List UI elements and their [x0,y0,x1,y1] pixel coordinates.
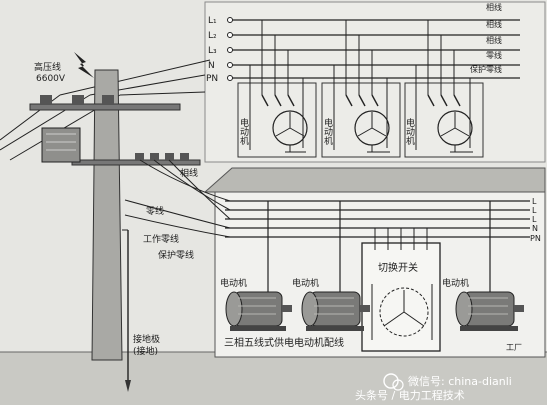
wall-bus-label-pn: PN [530,234,541,243]
line-label-phase-3: 相线 [486,35,502,45]
utility-pole: 高压线 6600V 相线 零线 工作零线 保护零线 接地极 (接地) [0,52,231,392]
switch-box-frame [361,242,441,352]
insulator [72,95,84,105]
ground-rod [125,380,131,392]
work-neutral-label: 工作零线 [143,233,179,245]
ground-electrode-label: 接地极 [133,333,160,345]
service-drop-n [124,199,231,229]
watermark: 微信号: china-dianli 头条号 / 电力工程技术 [355,373,512,402]
line-label-phase-1: 相线 [486,2,502,12]
bus-label-pn: PN [206,74,218,84]
insulator [135,153,144,161]
terminal [227,75,233,81]
wechat-icon [383,373,399,389]
pole-shaft [91,69,123,361]
motor-label: 电动机 [322,117,333,146]
ground-electrode-sublabel: (接地) [133,345,158,357]
watermark-wechat: 微信号: china-dianli [408,374,512,388]
phase-label: 相线 [180,167,198,179]
wall-bus-label-n: N [532,224,538,233]
switch-blade [261,94,269,107]
hv-label: 高压线 [34,61,61,73]
insulator [180,153,189,161]
motor-enclosure [404,82,484,158]
switch-blade [274,94,282,107]
line-label-protective-neutral: 保护零线 [470,64,502,74]
switch-label: 切换开关 [378,261,418,274]
ground [0,352,547,405]
motor-label: 电动机 [442,277,469,289]
diagram-caption: 三相五线式供电电动机配线 [224,336,344,349]
motor-shaft [282,305,292,312]
motor-label: 电动机 [220,277,247,289]
watermark-account: 头条号 / 电力工程技术 [355,388,465,402]
factory-roof [203,167,546,193]
lightning-icon [74,52,94,78]
switch-blade [440,94,448,107]
motor-enclosure [321,82,401,158]
terminal [227,32,233,38]
motor-3: 电动机 [442,277,524,331]
motor-label: 电动机 [292,277,319,289]
motor-branch-3: 电动机 [404,20,484,158]
factory-label: 工厂 [506,343,522,352]
motor-1: 电动机 [220,277,292,331]
motor-shaft [514,305,524,312]
top-wiring-panel: L₁ L₂ L₃ N PN 相线 相线 相线 零线 保护零线 电动机 [204,1,546,163]
bus-label-n: N [208,61,215,71]
motor-label: 电动机 [404,117,415,146]
motor-2: 电动机 [292,277,370,331]
line-label-neutral: 零线 [486,50,502,60]
neutral-label: 零线 [146,205,164,217]
terminal [227,47,233,53]
switch-blade [453,94,461,107]
service-drop-l3 [168,159,231,220]
switch-blade [371,94,379,107]
insulator [165,153,174,161]
changeover-switch-box: 切换开关 [361,228,441,352]
wall-bus-label-l2: L [532,206,537,215]
bus-label-l3: L₃ [208,46,217,56]
wall-bus-label-l3: L [532,215,537,224]
switch-blade [287,94,295,107]
insulator [150,153,159,161]
switch-blade [345,94,353,107]
hv-voltage: 6600V [36,74,66,84]
motor-label: 电动机 [238,117,249,146]
insulator [102,95,114,105]
motor-enclosure [237,82,317,158]
line-label-phase-2: 相线 [486,19,502,29]
protect-neutral-label: 保护零线 [158,249,194,261]
motor-shaft [360,305,370,312]
motor-branch-1: 电动机 [237,20,317,158]
service-drop-l2 [153,159,231,211]
service-drop-pn [124,214,231,238]
switch-blade [427,94,435,107]
bus-label-l1: L₁ [208,16,217,26]
factory-building: L L L N PN 切换开关 [203,167,546,358]
switch-blade [358,94,366,107]
switch-rotor [379,287,429,337]
service-drop-l1 [139,159,231,202]
terminal [227,62,233,68]
motor-branch-2: 电动机 [321,20,401,158]
wall-bus-label-l1: L [532,197,537,206]
transformer [41,127,81,163]
terminal [227,17,233,23]
insulator [40,95,52,105]
bus-label-l2: L₂ [208,31,217,41]
